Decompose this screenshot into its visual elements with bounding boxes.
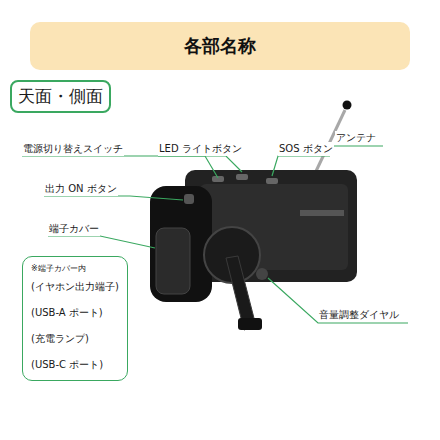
antenna-knob (343, 101, 352, 110)
part-label: 電源切り替えスイッチ (22, 142, 124, 156)
title-band: 各部名称 (30, 22, 410, 70)
title-text: 各部名称 (184, 34, 256, 58)
part-label: 音量調整ダイヤル (318, 308, 400, 322)
leader-line (268, 278, 408, 323)
leader-line (272, 156, 330, 176)
part-label: SOS ボタン (278, 142, 334, 156)
node-text: (充電ランプ) (31, 332, 119, 346)
node-text: ※端子カバー内 (31, 263, 119, 274)
part-label: 出力 ON ボタン (44, 182, 118, 196)
node-text: (USB-C ポート) (31, 358, 119, 372)
volume-dial (256, 268, 268, 280)
node-text: (USB-A ポート) (31, 306, 119, 320)
leader-line (22, 156, 218, 178)
radio-side (150, 186, 212, 302)
part-label: LED ライトボタン (158, 142, 243, 156)
terminal-cover (156, 228, 190, 294)
part-label: アンテナ (335, 131, 377, 145)
leader-line (48, 236, 155, 248)
node-text: (イヤホン出力端子) (31, 280, 119, 294)
radio-logo (300, 210, 344, 216)
node-text: 天面・側面 (18, 85, 103, 108)
leader-line (158, 156, 242, 172)
sos-button (266, 178, 278, 184)
section-heading-box: 天面・側面 (10, 80, 111, 113)
callout-box: ※端子カバー内 (イヤホン出力端子) (USB-A ポート) (充電ランプ) (USB-… (22, 256, 128, 381)
leader-line (331, 145, 383, 146)
crank-grip (238, 318, 262, 330)
part-label: 端子カバー (48, 222, 100, 236)
leader-line (44, 196, 183, 200)
output-button (184, 194, 194, 204)
led-button (236, 174, 248, 180)
